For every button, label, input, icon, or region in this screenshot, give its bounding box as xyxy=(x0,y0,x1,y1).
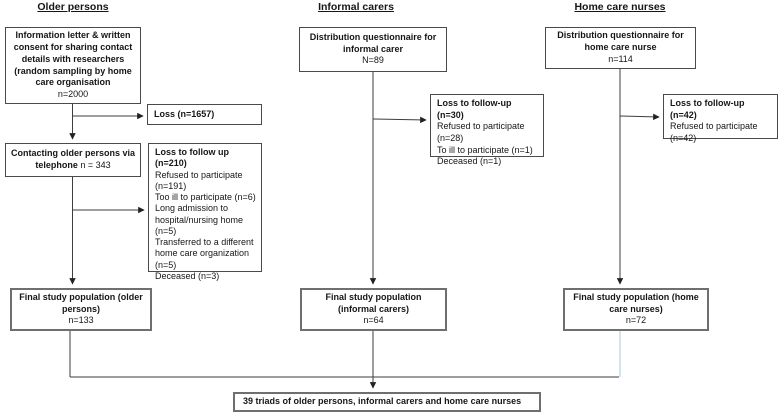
loss-initial-text: Loss (n=1657) xyxy=(154,108,215,119)
box-final-nurses: Final study population (home care nurses… xyxy=(563,288,709,331)
box-contacting-older-persons: Contacting older persons via telephone n… xyxy=(5,143,141,177)
box-loss-followup-older: Loss to follow up (n=210) Refused to par… xyxy=(148,143,262,281)
box-result-triads: 39 triads of older persons, informal car… xyxy=(233,392,541,412)
final-older-n: n=133 xyxy=(68,315,94,326)
distribution-carers-n: N=89 xyxy=(362,55,384,66)
loss-followup-carers-title: Loss to follow-up (n=30) xyxy=(437,98,512,120)
box-loss-followup-nurses: Loss to follow-up (n=42) Refused to part… xyxy=(663,94,778,143)
box-loss-initial: Loss (n=1657) xyxy=(147,104,262,125)
final-older-text: Final study population (older persons) xyxy=(19,291,143,314)
box-distribution-carers: Distribution questionnaire for informal … xyxy=(299,27,447,72)
loss-followup-older-body: Refused to participate (n=191) Too ill t… xyxy=(155,169,256,281)
final-nurses-text: Final study population (home care nurses… xyxy=(573,291,699,314)
loss-followup-older-title: Loss to follow up (n=210) xyxy=(155,147,229,169)
distribution-nurses-text: Distribution questionnaire for home care… xyxy=(557,30,684,53)
distribution-nurses-n: n=114 xyxy=(608,53,633,64)
column-header-home-care-nurses: Home care nurses xyxy=(574,1,666,13)
final-nurses-n: n=72 xyxy=(625,315,647,326)
loss-followup-nurses-title: Loss to follow-up (n=42) xyxy=(670,98,745,120)
arrow-carers-loss-branch xyxy=(372,116,427,124)
column-header-older-persons: Older persons xyxy=(37,1,109,13)
box-information-letter: Information letter & written consent for… xyxy=(5,27,141,104)
box-loss-followup-carers: Loss to follow-up (n=30) Refused to part… xyxy=(430,94,544,166)
final-carers-text: Final study population (informal carers) xyxy=(325,291,422,314)
information-letter-text: Information letter & written consent for… xyxy=(13,30,133,88)
box-distribution-nurses: Distribution questionnaire for home care… xyxy=(545,27,696,69)
box-final-carers: Final study population (informal carers)… xyxy=(300,288,447,331)
loss-followup-nurses-body: Refused to participate (n=42) xyxy=(670,121,758,144)
final-carers-n: n=64 xyxy=(363,315,384,326)
loss-followup-carers-body: Refused to participate (n=28) To ill to … xyxy=(437,121,533,167)
information-letter-n: n=2000 xyxy=(57,88,89,99)
result-triads-text: 39 triads of older persons, informal car… xyxy=(243,396,522,407)
box-final-older: Final study population (older persons) n… xyxy=(10,288,152,331)
contacting-text: Contacting older persons via telephone xyxy=(10,148,136,170)
distribution-carers-text: Distribution questionnaire for informal … xyxy=(309,31,437,54)
column-header-informal-carers: Informal carers xyxy=(318,1,394,13)
arrow-nurses-loss-branch xyxy=(619,113,660,121)
contacting-n: n = 343 xyxy=(80,160,111,170)
